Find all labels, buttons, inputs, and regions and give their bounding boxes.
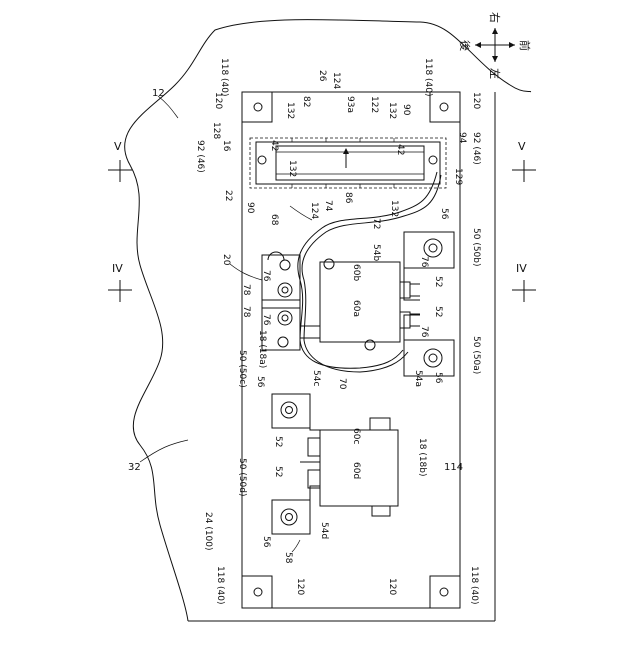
label-60a: 60a — [351, 300, 361, 317]
relay-18b — [300, 418, 398, 516]
label-118-tr: 118 (40) — [423, 58, 433, 97]
label-93a: 93a — [345, 96, 355, 113]
label-58: 58 — [283, 552, 293, 564]
corner-bracket-br — [430, 576, 460, 608]
label-56-2: 56 — [433, 372, 443, 384]
svg-text:IV: IV — [112, 262, 123, 275]
label-50c: 50 (50c) — [237, 350, 247, 388]
label-56-3: 56 — [255, 376, 265, 388]
label-42-r: 42 — [395, 144, 405, 155]
label-60b: 60b — [351, 264, 361, 281]
corner-bracket-bl — [242, 576, 272, 608]
label-68: 68 — [269, 214, 279, 226]
label-60d: 60d — [351, 462, 361, 479]
label-74: 74 — [323, 200, 333, 212]
label-78-1: 78 — [241, 284, 251, 296]
section-mark-iv-right: IV — [512, 262, 536, 302]
label-90-top: 90 — [401, 104, 411, 116]
label-18b: 18 (18b) — [417, 438, 427, 477]
label-132-c: 132 — [287, 160, 297, 177]
label-54c: 54c — [311, 370, 321, 386]
label-92-l: 92 (46) — [195, 140, 205, 173]
busbar-50c — [272, 394, 320, 460]
label-129: 129 — [453, 168, 463, 185]
label-114: 114 — [444, 462, 463, 473]
label-22: 22 — [223, 190, 233, 201]
direction-rear: 後 — [458, 40, 472, 51]
label-56-1: 56 — [439, 208, 449, 220]
label-124-top: 124 — [331, 72, 341, 89]
label-132-d: 132 — [389, 200, 399, 217]
direction-front: 前 — [518, 40, 532, 51]
label-54b: 54b — [371, 244, 381, 261]
svg-text:IV: IV — [516, 262, 527, 275]
direction-right: 右 — [488, 12, 502, 23]
section-mark-v-right: V — [512, 140, 536, 182]
label-118-br: 118 (40) — [469, 566, 479, 605]
label-120-bl: 120 — [295, 578, 305, 595]
label-118-bl: 118 (40) — [215, 566, 225, 605]
label-122: 122 — [369, 96, 379, 113]
label-72: 72 — [371, 218, 381, 229]
label-32: 32 — [128, 462, 141, 473]
label-52-1: 52 — [433, 276, 443, 287]
label-92-r: 92 (46) — [471, 132, 481, 165]
label-50d: 50 (50d) — [237, 458, 247, 497]
label-52-2: 52 — [433, 306, 443, 317]
label-86: 86 — [343, 192, 353, 204]
label-52-3: 52 — [273, 436, 283, 447]
label-132-b: 132 — [387, 102, 397, 119]
label-76-1: 76 — [419, 256, 429, 268]
corner-bracket-tl — [242, 92, 272, 122]
label-70: 70 — [337, 378, 347, 390]
busbar-50a — [404, 315, 454, 376]
label-20: 20 — [221, 254, 231, 266]
corner-bracket-tr — [430, 92, 460, 122]
label-26: 26 — [317, 70, 327, 82]
label-82: 82 — [301, 96, 311, 107]
label-76-4: 76 — [261, 314, 271, 326]
svg-text:V: V — [114, 140, 122, 153]
direction-left: 左 — [488, 68, 501, 79]
label-24: 24 (100) — [203, 512, 213, 551]
label-120-br: 120 — [387, 578, 397, 595]
label-94: 94 — [457, 132, 467, 144]
direction-indicator: 右 後 前 左 — [458, 12, 532, 79]
leader-lines — [140, 96, 312, 552]
label-12: 12 — [152, 88, 165, 99]
label-54a: 54a — [413, 370, 423, 387]
label-78-2: 78 — [241, 306, 251, 318]
section-mark-iv-left: IV — [108, 262, 132, 302]
label-54d: 54d — [319, 522, 329, 539]
label-50a: 50 (50a) — [471, 336, 481, 374]
busbar-50d — [272, 486, 320, 534]
label-56-4: 56 — [261, 536, 271, 548]
label-76-3: 76 — [261, 270, 271, 282]
label-118-tl: 118 (40) — [219, 58, 229, 97]
label-42-l: 42 — [269, 140, 279, 151]
label-90-bot: 90 — [245, 202, 255, 214]
label-120-tr: 120 — [471, 92, 481, 109]
label-124-bot: 124 — [309, 202, 319, 219]
label-60c: 60c — [351, 428, 361, 444]
svg-text:V: V — [518, 140, 526, 153]
label-16: 16 — [221, 140, 231, 152]
label-120-tl: 120 — [213, 92, 223, 109]
label-76-2: 76 — [419, 326, 429, 338]
label-128: 128 — [211, 122, 221, 139]
label-50b: 50 (50b) — [471, 228, 481, 267]
label-52-4: 52 — [273, 466, 283, 477]
label-18a: 18 (18a) — [257, 330, 267, 368]
label-132-a: 132 — [285, 102, 295, 119]
